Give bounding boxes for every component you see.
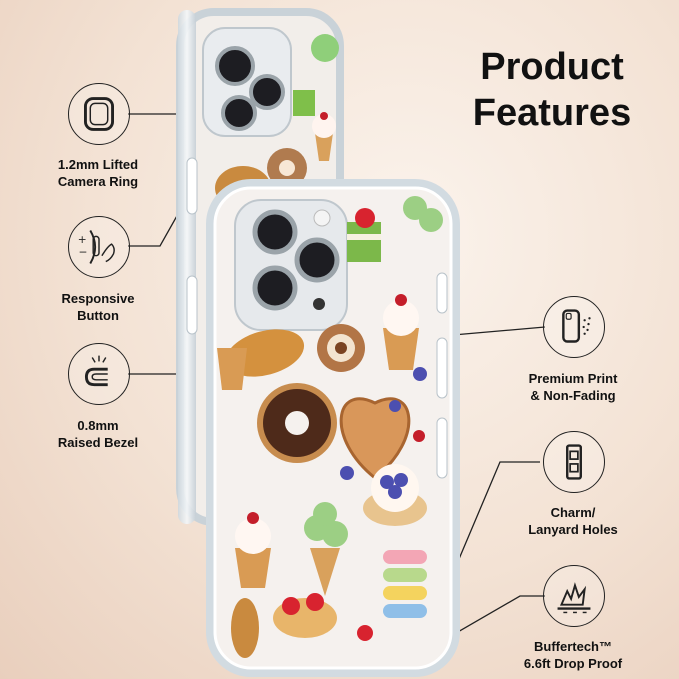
svg-text:−: − <box>79 246 88 259</box>
drop-proof-line-1: Buffertech™ <box>533 639 612 654</box>
responsive-button-line-2: Button <box>77 308 119 323</box>
camera-ring-line-1: 1.2mm Lifted <box>57 157 139 172</box>
responsive-button-line-1: Responsive <box>61 291 135 306</box>
feature-responsive-button: Responsive Button <box>23 290 173 324</box>
title-line-2: Features <box>472 92 632 134</box>
bezel-icon <box>68 343 130 405</box>
product-features-title: Product Features <box>452 44 652 136</box>
svg-text:+: + <box>78 233 87 246</box>
feature-premium-print: Premium Print & Non-Fading <box>498 370 648 404</box>
lanyard-holes-line-2: Lanyard Holes <box>528 522 618 537</box>
camera-ring-icon <box>68 83 130 145</box>
feature-lanyard-holes: Charm/ Lanyard Holes <box>498 504 648 538</box>
feature-camera-ring: 1.2mm Lifted Camera Ring <box>23 156 173 190</box>
feature-drop-proof: Buffertech™ 6.6ft Drop Proof <box>498 638 648 672</box>
lanyard-holes-line-1: Charm/ <box>550 505 596 520</box>
title-line-1: Product <box>480 46 624 88</box>
lanyard-hole-icon <box>543 431 605 493</box>
premium-print-line-2: & Non-Fading <box>530 388 616 403</box>
raised-bezel-line-2: Raised Bezel <box>57 435 139 450</box>
camera-ring-line-2: Camera Ring <box>57 174 139 189</box>
button-press-icon: + − <box>68 216 130 278</box>
premium-print-line-1: Premium Print <box>528 371 618 386</box>
phone-case-back-view <box>206 179 460 677</box>
raised-bezel-line-1: 0.8mm <box>77 418 119 433</box>
drop-proof-line-2: 6.6ft Drop Proof <box>523 656 623 671</box>
spray-phone-icon <box>543 296 605 358</box>
feature-raised-bezel: 0.8mm Raised Bezel <box>23 417 173 451</box>
impact-icon <box>543 565 605 627</box>
